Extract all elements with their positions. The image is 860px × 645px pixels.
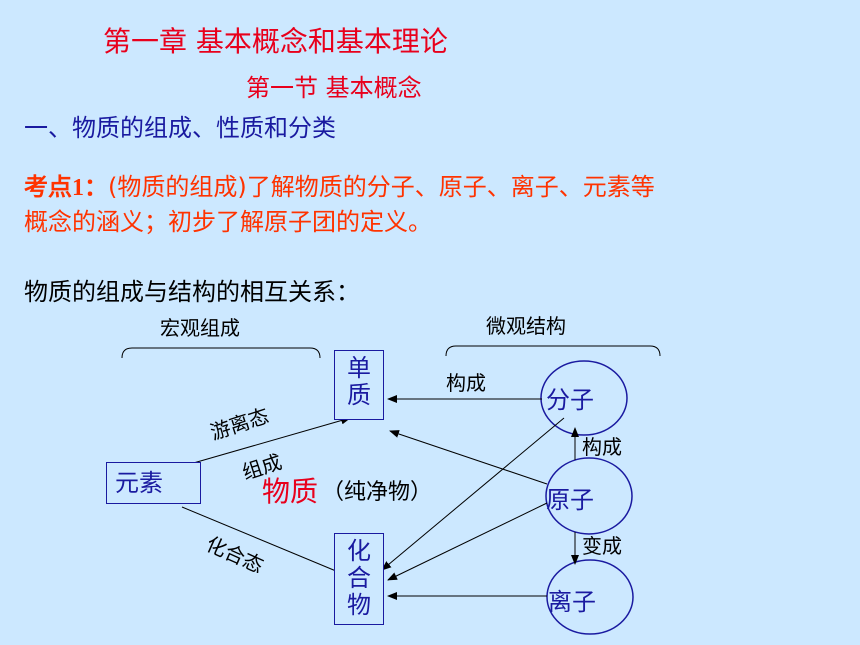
key-point-text-1: 了解物质的分子、原子、离子、元素等 bbox=[246, 173, 655, 201]
arrow-element-to-simple bbox=[189, 416, 351, 465]
key-point-topic: (物质的组成) bbox=[108, 173, 247, 201]
molecule-circle bbox=[540, 360, 628, 436]
ion-label: 离子 bbox=[548, 588, 596, 616]
compound-box: 化合物 bbox=[334, 533, 384, 625]
substance-label: 物质 bbox=[262, 475, 319, 508]
micro-brace bbox=[445, 345, 661, 357]
arrow-element-to-compound bbox=[181, 506, 349, 577]
molecule-label: 分子 bbox=[546, 386, 594, 414]
section-title: 第一节 基本概念 bbox=[246, 74, 422, 102]
element-box: 元素 bbox=[106, 462, 201, 504]
ion-circle bbox=[546, 559, 634, 635]
macro-brace bbox=[121, 347, 321, 359]
macro-label: 宏观组成 bbox=[160, 316, 240, 340]
subheading: 一、物质的组成、性质和分类 bbox=[24, 114, 336, 142]
constitute-right-label: 构成 bbox=[582, 435, 622, 459]
arrow-atom-to-compound bbox=[387, 502, 548, 581]
simple-substance-box: 单质 bbox=[334, 350, 384, 420]
relation-heading: 物质的组成与结构的相互关系： bbox=[24, 278, 360, 306]
atom-circle bbox=[545, 457, 633, 535]
key-point-line-1: 考点1：(物质的组成)了解物质的分子、原子、离子、元素等 bbox=[24, 167, 655, 202]
micro-label: 微观结构 bbox=[486, 314, 566, 338]
arrow-atom-to-simple bbox=[389, 430, 548, 485]
arrow-molecule-to-compound bbox=[381, 417, 565, 571]
atom-label: 原子 bbox=[546, 486, 594, 514]
pure-substance-label: （纯净物） bbox=[322, 480, 433, 505]
key-point-line-2: 概念的涵义；初步了解原子团的定义。 bbox=[24, 208, 432, 236]
chapter-title: 第一章 基本概念和基本理论 bbox=[103, 25, 448, 58]
become-label: 变成 bbox=[582, 534, 622, 558]
key-point-label: 考点1： bbox=[24, 175, 108, 201]
constitute-top-label: 构成 bbox=[446, 371, 486, 395]
